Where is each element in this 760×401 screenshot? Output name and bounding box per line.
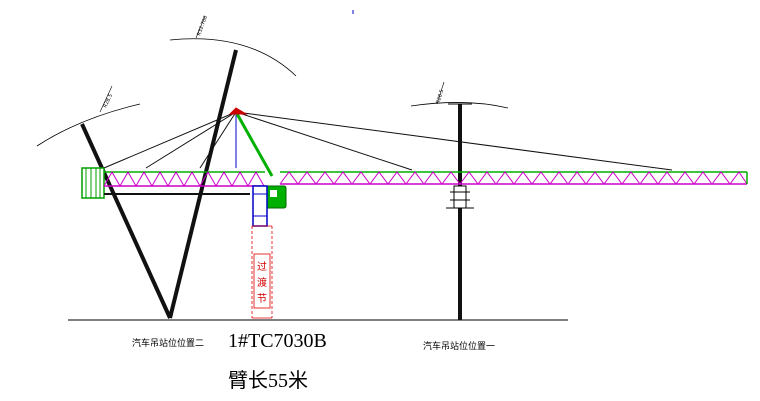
transition-section-box — [253, 253, 271, 309]
transition-section-char-2: 渡 — [257, 276, 267, 289]
transition-section-char-3: 节 — [257, 293, 267, 305]
dim-leader-top — [195, 15, 206, 39]
radius-arc-left — [36, 103, 141, 147]
luffing-strut — [234, 111, 274, 177]
radius-arc-right — [410, 102, 509, 109]
dim-leader-right — [436, 81, 445, 105]
main-jib — [279, 171, 748, 185]
radius-arc-top — [169, 38, 297, 77]
dim-text-left: R28.5 — [102, 93, 114, 109]
crane-boom-right — [168, 49, 238, 319]
crane-model-label: 1#TC7030B — [228, 330, 327, 352]
crane-boom-left — [80, 123, 172, 319]
slewing-section — [252, 185, 268, 227]
tower-apex — [228, 107, 248, 115]
crane-position-2-label: 汽车吊站位位置二 — [132, 339, 205, 349]
counterweight — [81, 167, 105, 199]
tower-column — [251, 225, 273, 319]
dim-text-right: R28.5 — [435, 89, 445, 105]
counter-jib — [103, 170, 265, 195]
dim-leader-left — [99, 85, 113, 113]
tie-rods — [103, 111, 673, 171]
transition-section-char-1: 过 — [257, 260, 267, 273]
jib-length-label: 臂长55米 — [228, 370, 308, 392]
crane-position-1-label: 汽车吊站位位置一 — [423, 342, 496, 352]
dim-text-top: R32.700 — [196, 15, 209, 37]
mast-clamp — [446, 185, 474, 209]
